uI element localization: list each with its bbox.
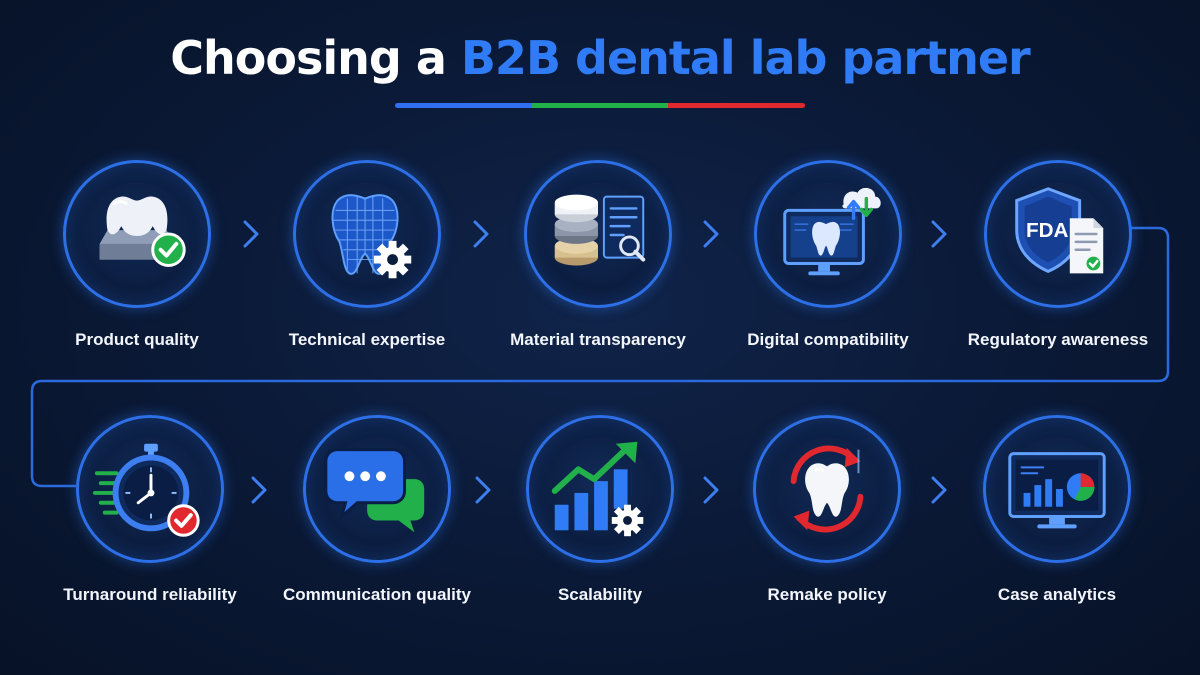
step-circle — [63, 160, 211, 308]
step-circle — [293, 160, 441, 308]
chevron-right-icon — [700, 214, 722, 254]
step-circle — [76, 415, 224, 563]
underline-segment-red — [668, 103, 805, 108]
step-label: Remake policy — [767, 585, 887, 604]
stopwatch-checkmark-icon — [92, 443, 200, 537]
crown-checkmark-icon — [99, 196, 186, 267]
step-product-quality: Product quality — [32, 160, 242, 350]
step-label: Product quality — [75, 330, 199, 349]
step-label: Communication quality — [283, 585, 471, 604]
step-label: Regulatory awareness — [967, 330, 1149, 349]
step-technical-expertise: Technical expertise — [262, 160, 472, 350]
underline-segment-green — [531, 103, 669, 108]
step-label: Material transparency — [510, 330, 686, 349]
step-circle: FDA — [984, 160, 1132, 308]
underline-segment-blue — [395, 103, 532, 108]
step-circle — [753, 415, 901, 563]
chevron-right-icon — [928, 470, 950, 510]
step-label: Turnaround reliability — [63, 585, 237, 604]
step-turnaround-reliability: Turnaround reliability — [45, 415, 255, 605]
step-label: Digital compatibility — [747, 330, 909, 349]
step-digital-compatibility: Digital compatibility — [723, 160, 933, 350]
fda-shield-document-icon: FDA — [1015, 187, 1104, 274]
step-label: Case analytics — [997, 585, 1117, 604]
step-case-analytics: Case analytics — [952, 415, 1162, 605]
chevron-right-icon — [470, 214, 492, 254]
chat-bubbles-icon — [324, 448, 425, 533]
tooth-gear-icon — [331, 194, 412, 279]
step-regulatory-awareness: FDA Regulatory awareness — [953, 160, 1163, 350]
step-circle — [303, 415, 451, 563]
chevron-right-icon — [240, 214, 262, 254]
analytics-monitor-icon — [1008, 452, 1106, 529]
step-material-transparency: Material transparency — [493, 160, 703, 350]
step-communication-quality: Communication quality — [272, 415, 482, 605]
title-part-plain: Choosing a — [170, 31, 461, 85]
step-circle — [983, 415, 1131, 563]
step-scalability: Scalability — [495, 415, 705, 605]
chevron-right-icon — [472, 470, 494, 510]
growth-chart-gear-icon — [551, 441, 644, 537]
chevron-right-icon — [700, 470, 722, 510]
step-circle — [524, 160, 672, 308]
title-underline — [395, 103, 805, 108]
title-part-accent: B2B dental lab partner — [460, 31, 1031, 85]
page-title: Choosing a B2B dental lab partner — [0, 28, 1200, 88]
chevron-right-icon — [248, 470, 270, 510]
step-remake-policy: Remake policy — [722, 415, 932, 605]
tooth-refresh-icon — [790, 445, 864, 533]
step-label: Technical expertise — [288, 330, 446, 349]
step-circle — [754, 160, 902, 308]
step-label: Scalability — [557, 585, 643, 604]
material-discs-document-icon — [554, 194, 646, 266]
chevron-right-icon — [928, 214, 950, 254]
monitor-cloud-sync-icon — [783, 187, 881, 276]
step-circle — [526, 415, 674, 563]
fda-text: FDA — [1026, 219, 1069, 242]
